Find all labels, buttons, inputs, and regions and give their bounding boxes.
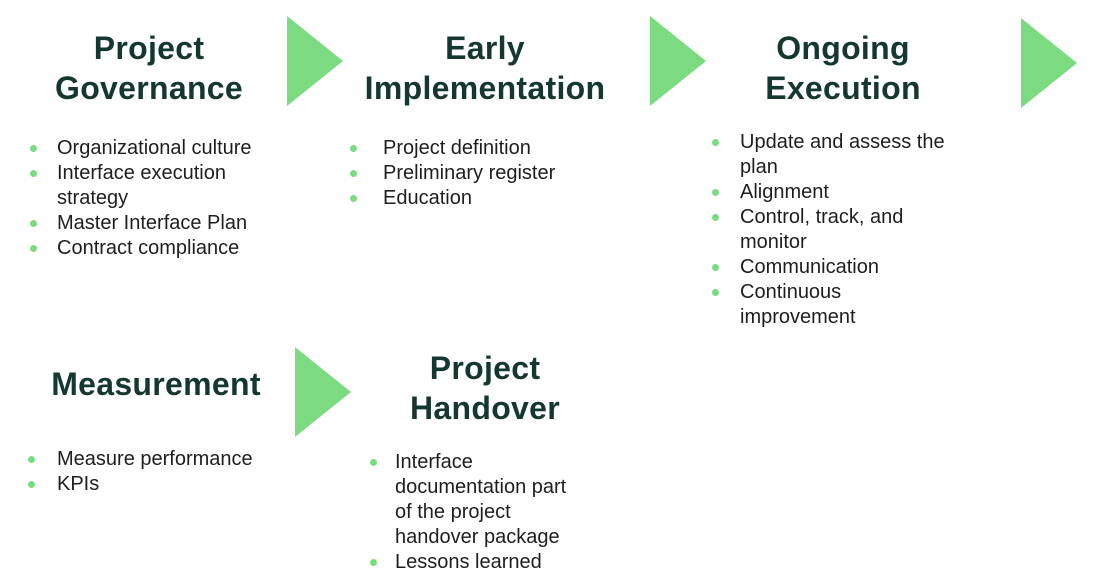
bullet-dot-icon bbox=[30, 145, 37, 152]
bullet-text: Organizational culture bbox=[57, 137, 252, 159]
bullet-item: KPIs bbox=[28, 472, 292, 497]
bullet-text: Preliminary register bbox=[383, 162, 556, 184]
stage-title: Measurement bbox=[20, 364, 292, 404]
bullet-dot-icon bbox=[712, 214, 719, 221]
bullet-dot-icon bbox=[350, 170, 357, 177]
stage-title-line: Governance bbox=[55, 70, 243, 106]
bullet-dot-icon bbox=[712, 139, 719, 146]
bullet-text: Lessons learned bbox=[395, 551, 542, 573]
bullet-dot-icon bbox=[30, 245, 37, 252]
stage-title-line: Project bbox=[93, 30, 205, 66]
bullet-item: Alignment bbox=[712, 180, 958, 205]
stage-ongoing-execution: Ongoing Execution Update and assess the … bbox=[705, 28, 981, 328]
bullet-text: Project definition bbox=[383, 137, 531, 159]
stage-bullet-list: Project definition Preliminary register … bbox=[350, 136, 610, 211]
stage-early-implementation: Early Implementation Project definition … bbox=[345, 28, 625, 300]
bullet-item: Control, track, and monitor bbox=[712, 205, 958, 255]
stage-bullet-list: Interface documentation part of the proj… bbox=[370, 450, 570, 575]
stage-title-line: Measurement bbox=[51, 366, 261, 402]
bullet-text: Contract compliance bbox=[57, 237, 240, 259]
bullet-dot-icon bbox=[712, 264, 719, 271]
flow-arrow-icon bbox=[287, 16, 343, 106]
bullet-item: Lessons learned bbox=[370, 550, 570, 575]
bullet-text: Communication bbox=[740, 256, 879, 278]
stage-project-handover: Project Handover Interface documentation… bbox=[360, 348, 610, 581]
stage-title: Early Implementation bbox=[345, 28, 625, 108]
bullet-dot-icon bbox=[30, 170, 37, 177]
bullet-dot-icon bbox=[712, 189, 719, 196]
bullet-dot-icon bbox=[350, 195, 357, 202]
bullet-text: Interface documentation part of the proj… bbox=[395, 451, 567, 548]
bullet-dot-icon bbox=[28, 456, 35, 463]
bullet-dot-icon bbox=[370, 459, 377, 466]
flow-arrow-icon bbox=[1021, 18, 1077, 108]
bullet-text: Continuous improvement bbox=[740, 281, 856, 328]
bullet-item: Organizational culture bbox=[30, 136, 253, 161]
bullet-dot-icon bbox=[28, 481, 35, 488]
bullet-text: Measure performance bbox=[57, 448, 253, 470]
bullet-text: Master Interface Plan bbox=[57, 212, 248, 234]
bullet-text: Interface execution strategy bbox=[57, 162, 226, 209]
bullet-dot-icon bbox=[30, 220, 37, 227]
bullet-item: Interface execution strategy bbox=[30, 161, 253, 211]
bullet-item: Project definition bbox=[350, 136, 610, 161]
bullet-text: KPIs bbox=[57, 473, 100, 495]
stage-title: Project Handover bbox=[360, 348, 610, 428]
stage-title: Ongoing Execution bbox=[705, 28, 981, 108]
bullet-item: Master Interface Plan bbox=[30, 211, 253, 236]
bullet-item: Continuous improvement bbox=[712, 280, 958, 330]
bullet-item: Interface documentation part of the proj… bbox=[370, 450, 570, 550]
stage-bullet-list: Update and assess the plan Alignment Con… bbox=[712, 130, 958, 330]
flow-arrow-icon bbox=[650, 16, 706, 106]
stage-title: Project Governance bbox=[18, 28, 280, 108]
bullet-item: Preliminary register bbox=[350, 161, 610, 186]
stage-title-line: Project bbox=[429, 350, 541, 386]
stage-project-governance: Project Governance Organizational cultur… bbox=[18, 28, 280, 300]
bullet-dot-icon bbox=[350, 145, 357, 152]
bullet-dot-icon bbox=[370, 559, 377, 566]
bullet-text: Alignment bbox=[740, 181, 829, 203]
bullet-text: Education bbox=[383, 187, 472, 209]
stage-title-line: Implementation bbox=[364, 70, 606, 106]
flow-arrow-icon bbox=[295, 347, 351, 437]
bullet-text: Update and assess the plan bbox=[740, 131, 945, 178]
bullet-item: Communication bbox=[712, 255, 958, 280]
stage-title-line: Ongoing bbox=[776, 30, 910, 66]
bullet-item: Measure performance bbox=[28, 447, 292, 472]
bullet-item: Education bbox=[350, 186, 610, 211]
stage-bullet-list: Organizational culture Interface executi… bbox=[30, 136, 253, 261]
stage-title-line: Handover bbox=[410, 390, 560, 426]
bullet-dot-icon bbox=[712, 289, 719, 296]
stage-title-line: Early bbox=[445, 30, 525, 66]
stage-bullet-list: Measure performance KPIs bbox=[28, 447, 292, 497]
bullet-item: Contract compliance bbox=[30, 236, 253, 261]
bullet-text: Control, track, and monitor bbox=[740, 206, 904, 253]
stage-title-line: Execution bbox=[765, 70, 921, 106]
stage-measurement: Measurement Measure performance KPIs bbox=[20, 364, 292, 564]
bullet-item: Update and assess the plan bbox=[712, 130, 958, 180]
